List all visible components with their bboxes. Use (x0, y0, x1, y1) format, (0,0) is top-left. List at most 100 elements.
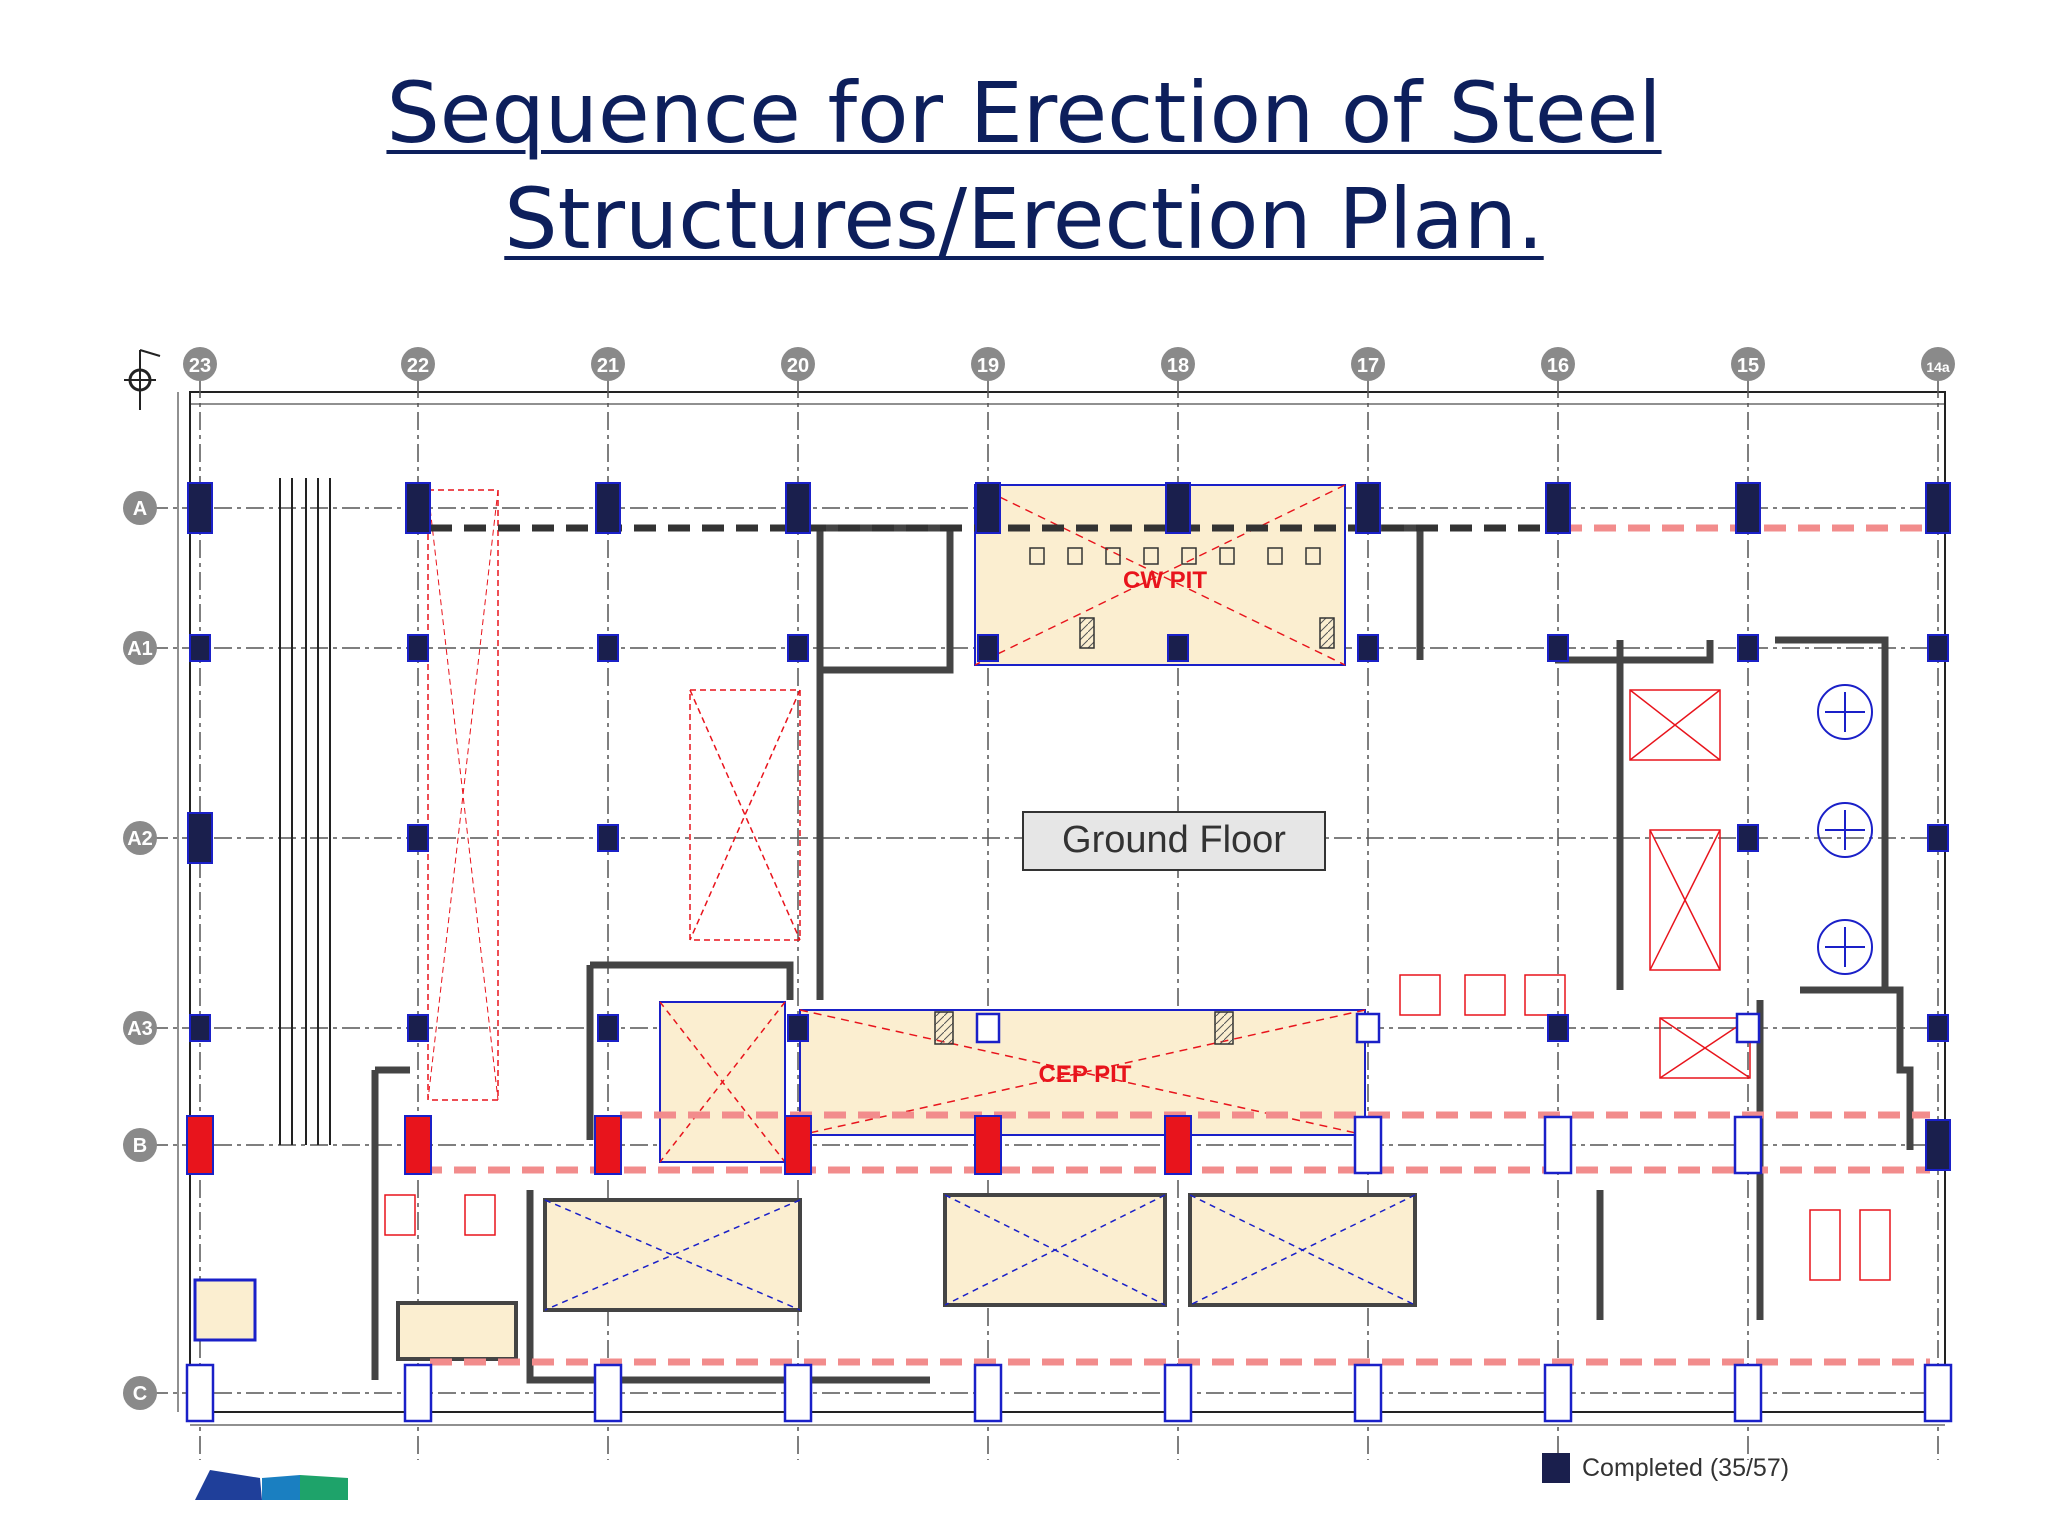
column-22-C (403, 1363, 433, 1423)
column-21-C (593, 1363, 623, 1423)
column-22-A (405, 482, 431, 534)
column-16-C (1543, 1363, 1573, 1423)
grid-label-col: 17 (1357, 355, 1379, 377)
steel-columns (185, 482, 1953, 1423)
legend: Completed (35/57) (1542, 1453, 1789, 1483)
column-14a-A (1925, 482, 1951, 534)
column-22-A1 (407, 634, 429, 662)
column-17-A1 (1357, 634, 1379, 662)
title-line-1: Sequence for Erection of Steel (386, 64, 1662, 162)
column-21-B (594, 1115, 622, 1175)
column-23-A1 (189, 634, 211, 662)
column-21-A2 (597, 824, 619, 852)
grid-bubble-row-A (123, 491, 157, 525)
column-17-A (1355, 482, 1381, 534)
column-20-A (785, 482, 811, 534)
grid-label-row: A1 (127, 638, 153, 660)
column-15-A (1735, 482, 1761, 534)
column-16-B (1543, 1115, 1573, 1175)
grid-bubble-col-19 (971, 347, 1005, 381)
column-19-A1 (977, 634, 999, 662)
column-17-B (1353, 1115, 1383, 1175)
column-14a-B (1925, 1119, 1951, 1171)
column-16-A3 (1547, 1014, 1569, 1042)
grid-bubble-col-14a (1921, 347, 1955, 381)
column-21-A3 (597, 1014, 619, 1042)
column-20-A3 (787, 1014, 809, 1042)
column-15-B (1733, 1115, 1763, 1175)
column-15-A2 (1737, 824, 1759, 852)
grid-label-col: 18 (1167, 355, 1189, 377)
grid-bubble-row-A1 (123, 631, 157, 665)
cw-pit: CW PIT (974, 484, 1346, 666)
column-15-A1 (1737, 634, 1759, 662)
slide-title: Sequence for Erection of Steel Structure… (0, 60, 2048, 272)
column-16-A1 (1547, 634, 1569, 662)
grid-label-col: 14a (1926, 359, 1950, 375)
ground-floor-label: Ground Floor (1022, 811, 1326, 871)
column-23-A2 (187, 812, 213, 864)
legend-completed-swatch (1542, 1453, 1570, 1483)
cep-pit-label: CEP PIT (1039, 1061, 1132, 1088)
fan-icons (1817, 684, 1873, 975)
column-18-A (1165, 482, 1191, 534)
left-strip (279, 478, 499, 1145)
grid-bubble-col-20 (781, 347, 815, 381)
grid-label-row: A3 (127, 1018, 153, 1040)
column-14a-C (1923, 1363, 1953, 1423)
grid-label-col: 22 (407, 355, 429, 377)
grid-bubble-col-16 (1541, 347, 1575, 381)
column-18-C (1163, 1363, 1193, 1423)
ground-floor-text: Ground Floor (1062, 819, 1286, 861)
column-21-A1 (597, 634, 619, 662)
grid-label-col: 16 (1547, 355, 1569, 377)
column-17-C (1353, 1363, 1383, 1423)
grid-bubble-row-A2 (123, 821, 157, 855)
grid-bubble-col-18 (1161, 347, 1195, 381)
column-18-A1 (1167, 634, 1189, 662)
equipment-boxes (193, 689, 1891, 1342)
grid-bubble-col-15 (1731, 347, 1765, 381)
title-line-2: Structures/Erection Plan. (504, 170, 1544, 268)
column-20-C (783, 1363, 813, 1423)
company-logo-icon (195, 1470, 348, 1500)
column-19-A3 (975, 1012, 1001, 1044)
column-19-A (975, 482, 1001, 534)
grid-bubble-row-A3 (123, 1011, 157, 1045)
grid-label-col: 15 (1737, 355, 1759, 377)
grid-bubble-col-17 (1351, 347, 1385, 381)
column-14a-A2 (1927, 824, 1949, 852)
column-16-A (1545, 482, 1571, 534)
column-20-B (784, 1115, 812, 1175)
column-22-A2 (407, 824, 429, 852)
column-15-C (1733, 1363, 1763, 1423)
grid-bubble-row-C (123, 1376, 157, 1410)
column-17-A3 (1355, 1012, 1381, 1044)
grid-bubble-col-22 (401, 347, 435, 381)
column-22-A3 (407, 1014, 429, 1042)
column-18-B (1164, 1115, 1192, 1175)
column-22-B (404, 1115, 432, 1175)
lower-pits (396, 1193, 1417, 1361)
grid-label-row: A (133, 498, 147, 520)
structural-walls (371, 524, 1914, 1384)
column-23-A (187, 482, 213, 534)
grid-bubble-col-21 (591, 347, 625, 381)
north-arrow-icon (124, 349, 161, 410)
column-15-A3 (1735, 1012, 1761, 1044)
legend-completed-label: Completed (35/57) (1582, 1454, 1789, 1482)
grid-label-row: B (133, 1135, 147, 1157)
grid-label-col: 19 (977, 355, 999, 377)
cep-pit: CEP PIT (659, 1001, 1366, 1163)
column-14a-A1 (1927, 634, 1949, 662)
column-19-B (974, 1115, 1002, 1175)
cw-pit-label: CW PIT (1123, 567, 1207, 594)
grid-label-row: A2 (127, 828, 153, 850)
grid-label-col: 21 (597, 355, 619, 377)
grid-label-row: C (133, 1383, 147, 1405)
drawing-frame (177, 391, 1946, 1426)
grid-label-col: 20 (787, 355, 809, 377)
column-19-C (973, 1363, 1003, 1423)
